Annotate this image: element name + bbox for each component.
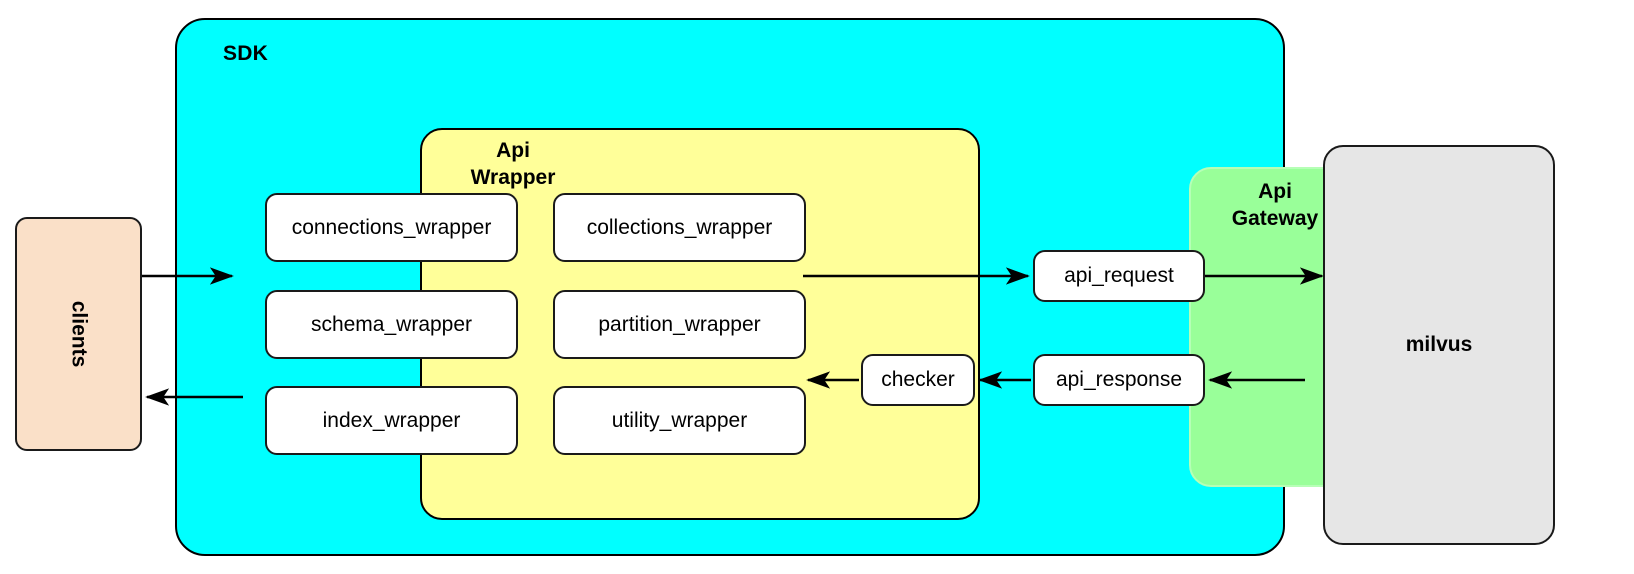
api-wrapper-label-line1: Api (496, 139, 530, 162)
node-label: api_request (1064, 264, 1174, 287)
api-gateway-label: Api Gateway (1205, 179, 1345, 233)
api-gateway-label-line1: Api (1258, 180, 1292, 203)
api-wrapper-label-line2: Wrapper (470, 165, 556, 189)
module-utility-wrapper[interactable]: utility_wrapper (553, 386, 806, 455)
module-label: partition_wrapper (598, 312, 761, 336)
node-milvus[interactable]: milvus (1323, 145, 1555, 545)
module-label: connections_wrapper (291, 215, 492, 239)
node-label: milvus (1405, 333, 1473, 356)
module-collections-wrapper[interactable]: collections_wrapper (553, 193, 806, 262)
node-label: checker (881, 368, 955, 391)
api-wrapper-label: Api Wrapper (438, 138, 588, 192)
module-label: schema_wrapper (310, 312, 473, 336)
api-gateway-label-line2: Gateway (1231, 206, 1319, 230)
module-schema-wrapper[interactable]: schema_wrapper (265, 290, 518, 359)
node-label: clients (67, 300, 91, 368)
sdk-label: SDK (223, 42, 268, 65)
module-partition-wrapper[interactable]: partition_wrapper (553, 290, 806, 359)
module-label: collections_wrapper (586, 215, 773, 239)
module-label: index_wrapper (322, 408, 461, 432)
module-label: utility_wrapper (611, 408, 748, 432)
module-connections-wrapper[interactable]: connections_wrapper (265, 193, 518, 262)
module-index-wrapper[interactable]: index_wrapper (265, 386, 518, 455)
node-clients[interactable]: clients (15, 217, 142, 451)
node-checker[interactable]: checker (861, 354, 975, 406)
node-label: api_response (1055, 368, 1183, 391)
node-api-request[interactable]: api_request (1033, 250, 1205, 302)
node-api-response[interactable]: api_response (1033, 354, 1205, 406)
